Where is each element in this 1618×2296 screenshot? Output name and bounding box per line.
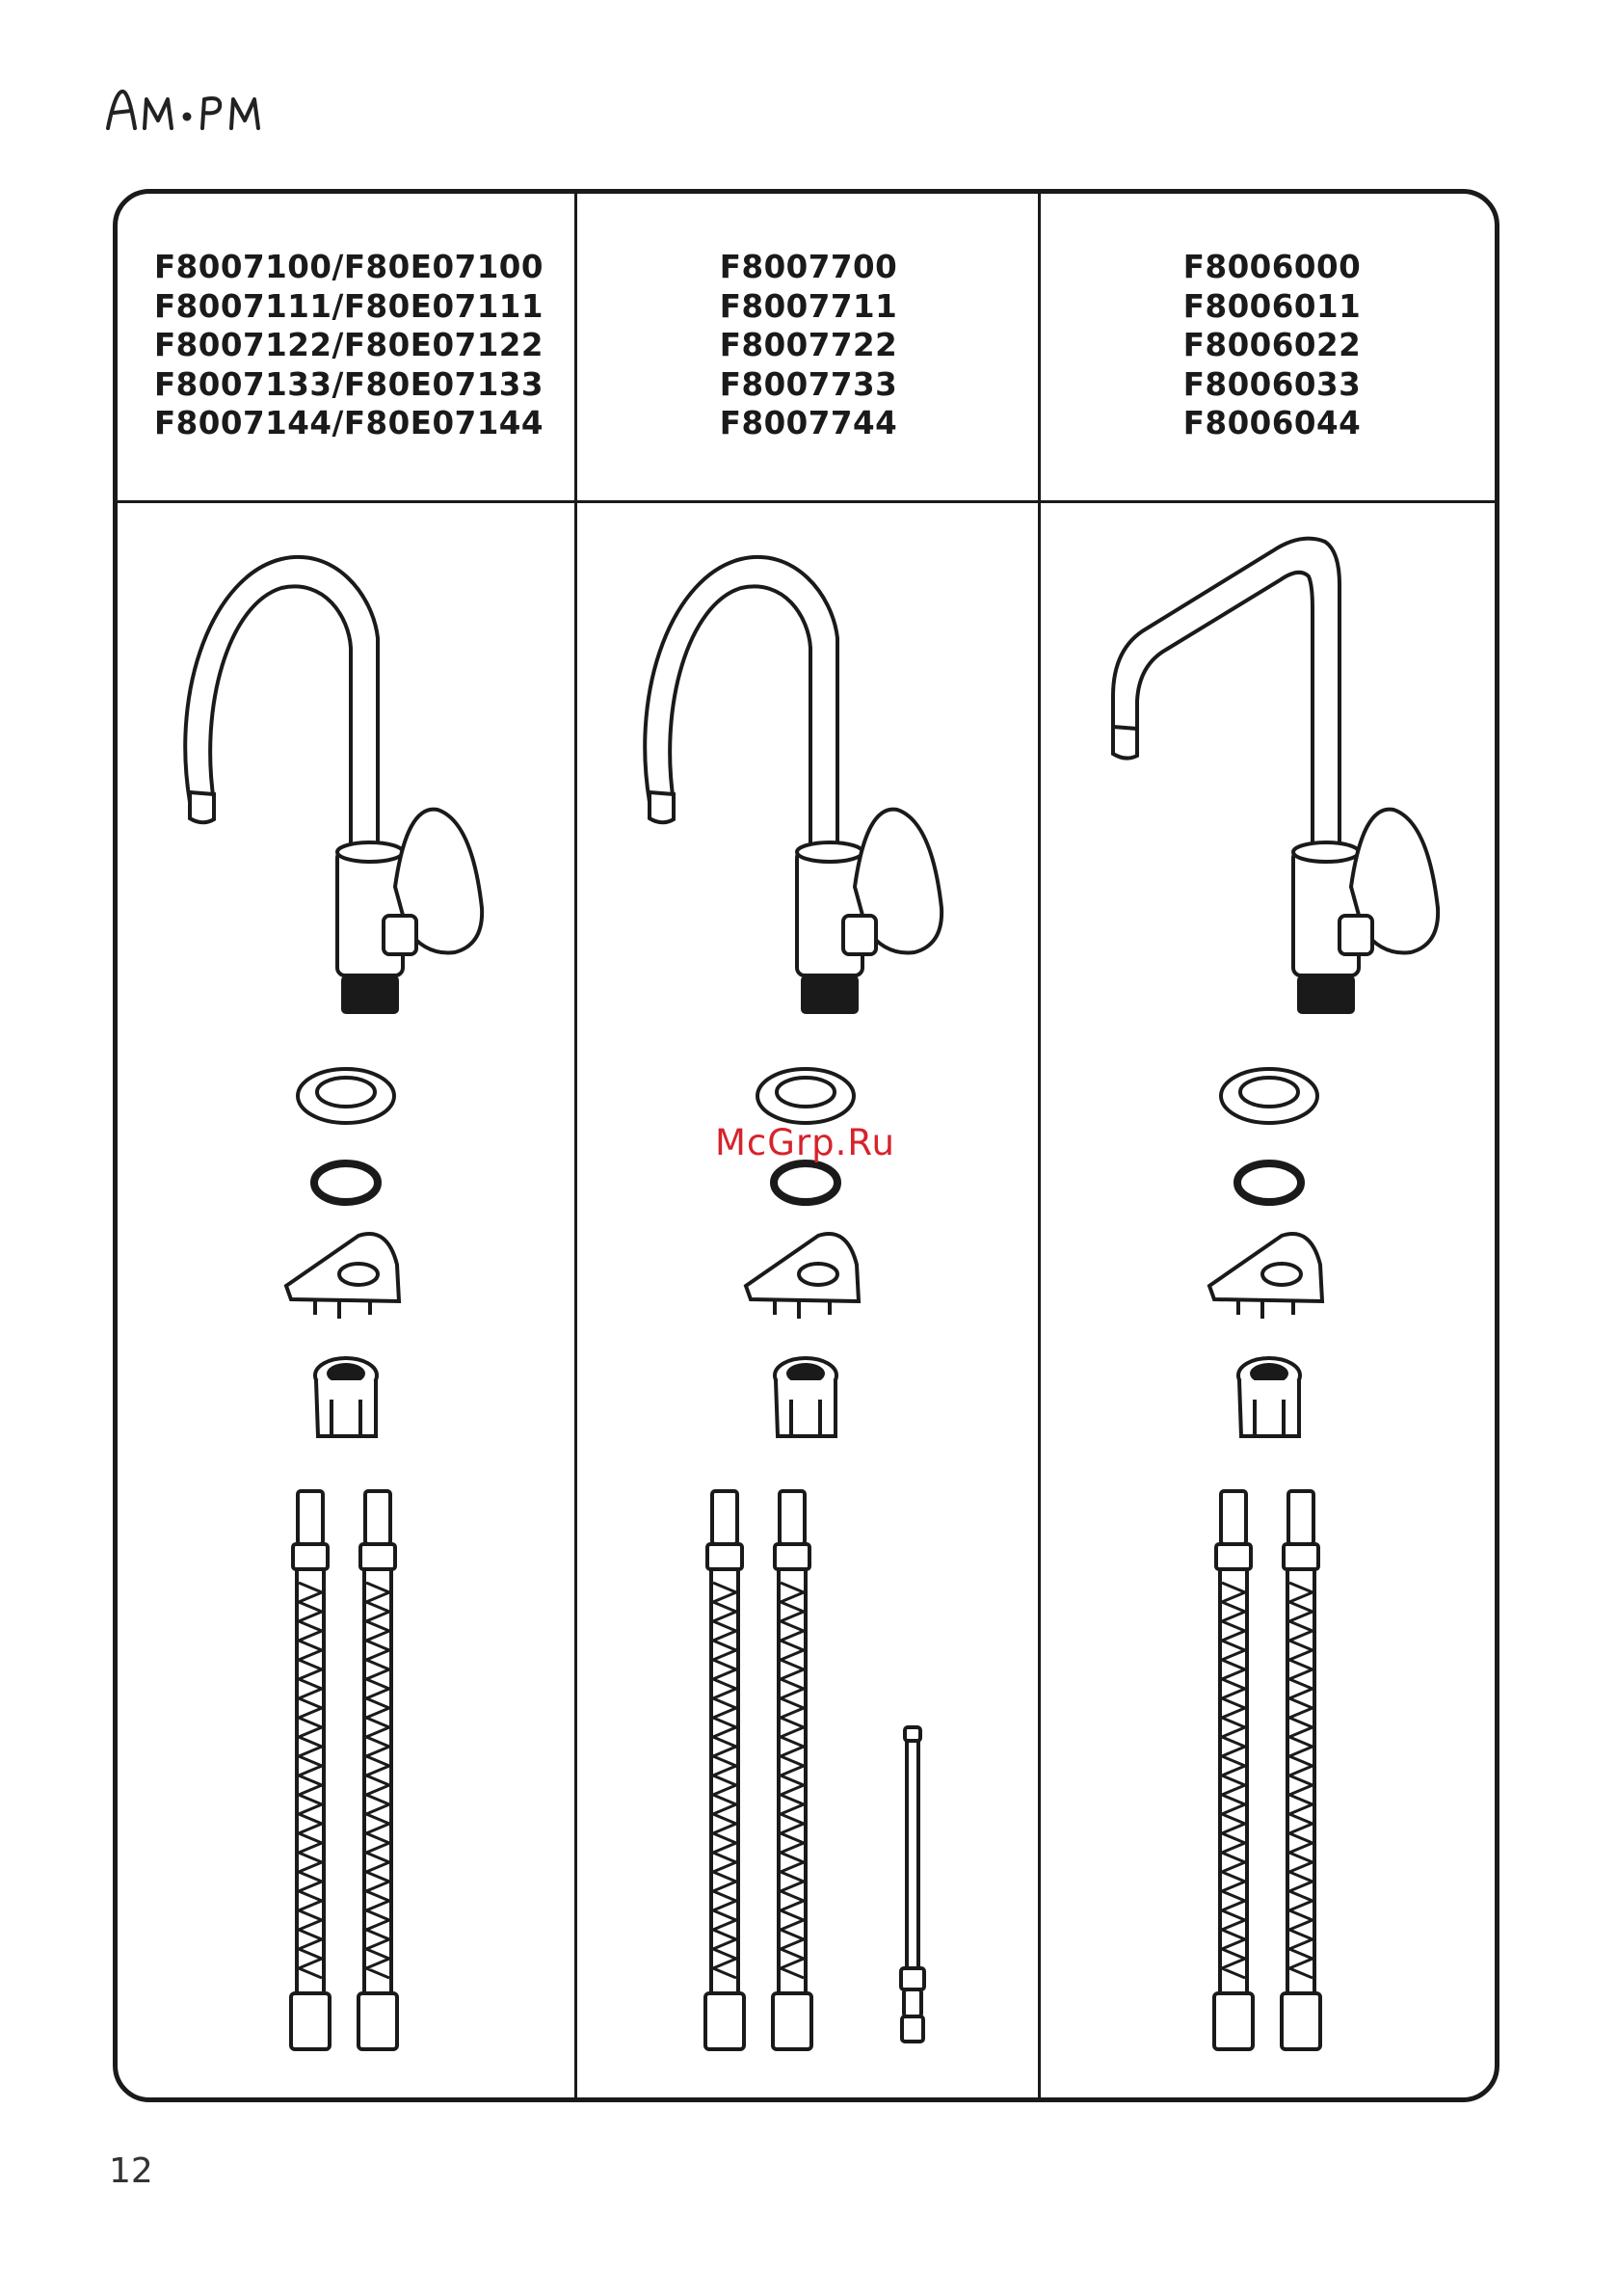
model-code: F8007122/F80E07122 <box>118 326 580 365</box>
flat-washer-icon <box>1221 1069 1317 1123</box>
flex-hose-icon <box>358 1491 397 2049</box>
model-code: F8007144/F80E07144 <box>118 404 580 443</box>
header-cell-col3: F8006000 F8006011 F8006022 F8006033 F800… <box>1041 248 1499 443</box>
mounting-plate-icon <box>1209 1234 1322 1319</box>
model-code: F8007744 <box>577 404 1040 443</box>
faucet-icon <box>1113 539 1438 1014</box>
model-code: F8007111/F80E07111 <box>118 287 580 327</box>
model-code: F8007711 <box>577 287 1040 327</box>
mounting-nut-icon <box>1238 1358 1300 1436</box>
model-code: F8006011 <box>1041 287 1499 327</box>
flex-hose-icon <box>705 1491 744 2049</box>
o-ring-icon <box>314 1163 378 1202</box>
faucet-icon <box>185 557 482 1014</box>
model-code: F8007722 <box>577 326 1040 365</box>
model-code: F8007133/F80E07133 <box>118 365 580 405</box>
model-code: F8006033 <box>1041 365 1499 405</box>
flat-washer-icon <box>757 1069 854 1123</box>
model-code: F8006000 <box>1041 248 1499 287</box>
faucet-icon <box>645 557 942 1014</box>
brand-logo <box>104 82 297 140</box>
model-code: F8007700 <box>577 248 1040 287</box>
mounting-plate-icon <box>286 1234 399 1319</box>
o-ring-icon <box>1237 1163 1301 1202</box>
header-cell-col1: F8007100/F80E07100 F8007111/F80E07111 F8… <box>118 248 580 443</box>
parts-cell-col2 <box>577 503 1038 2098</box>
flex-hose-icon <box>1214 1491 1253 2049</box>
o-ring-icon <box>774 1163 837 1202</box>
model-code: F8007733 <box>577 365 1040 405</box>
parts-cell-col1 <box>118 503 574 2098</box>
model-code: F8006022 <box>1041 326 1499 365</box>
mounting-plate-icon <box>746 1234 859 1319</box>
flex-hose-icon <box>291 1491 330 2049</box>
flat-washer-icon <box>298 1069 394 1123</box>
flex-hose-icon <box>773 1491 811 2049</box>
mounting-nut-icon <box>315 1358 377 1436</box>
watermark: McGrp.Ru <box>715 1122 895 1163</box>
extension-rod-icon <box>901 1727 924 2042</box>
model-code: F8007100/F80E07100 <box>118 248 580 287</box>
flex-hose-icon <box>1282 1491 1320 2049</box>
mounting-nut-icon <box>775 1358 836 1436</box>
header-cell-col2: F8007700 F8007711 F8007722 F8007733 F800… <box>577 248 1040 443</box>
model-code: F8006044 <box>1041 404 1499 443</box>
page-number: 12 <box>109 2151 153 2191</box>
parts-cell-col3 <box>1041 503 1498 2098</box>
